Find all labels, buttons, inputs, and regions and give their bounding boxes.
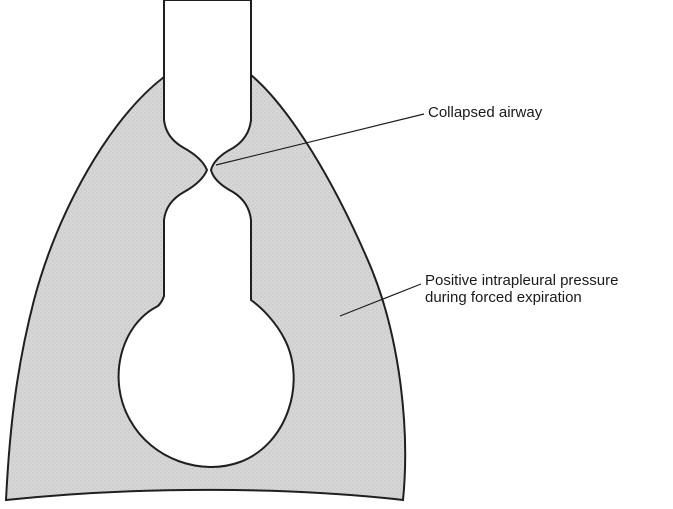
pressure-label: Positive intrapleural pressure during fo… [425, 272, 618, 306]
pressure-label-line2: during forced expiration [425, 289, 618, 306]
pressure-label-line1: Positive intrapleural pressure [425, 272, 618, 289]
collapsed-airway-label: Collapsed airway [428, 104, 542, 121]
